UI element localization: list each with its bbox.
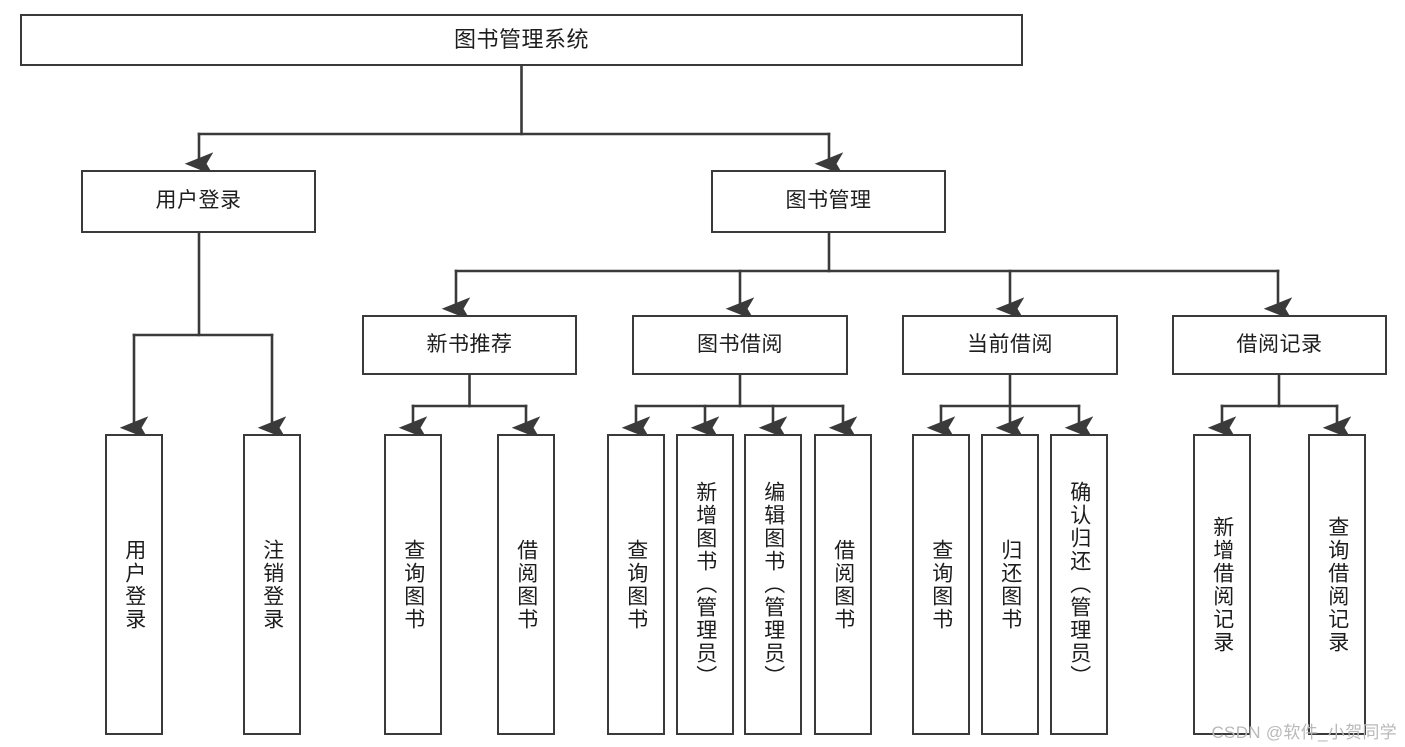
- node-new-book-recommend[interactable]: 新书推荐: [362, 315, 577, 375]
- node-label: 图书管理系统: [453, 27, 589, 53]
- node-label: 借阅记录: [1236, 332, 1323, 356]
- leaf-confirm-return-admin[interactable]: 确认归还（管理员）: [1050, 434, 1108, 735]
- leaf-borrow-book-recommend[interactable]: 借阅图书: [497, 434, 555, 735]
- watermark: CSDN @软件_小贺同学: [1211, 723, 1397, 742]
- node-label: 图书管理: [785, 189, 872, 213]
- node-label: 新增借阅记录: [1210, 515, 1234, 654]
- node-label: 查询图书: [624, 538, 648, 631]
- node-label: 用户登录: [122, 538, 146, 631]
- node-borrow-record[interactable]: 借阅记录: [1172, 315, 1387, 375]
- leaf-query-book-current[interactable]: 查询图书: [912, 434, 970, 735]
- node-label: 当前借阅: [967, 332, 1053, 356]
- node-label: 注销登录: [260, 538, 284, 631]
- node-current-borrow[interactable]: 当前借阅: [902, 315, 1118, 375]
- node-label: 编辑图书（管理员）: [761, 481, 785, 688]
- leaf-user-login[interactable]: 用户登录: [105, 434, 163, 735]
- leaf-edit-book-admin[interactable]: 编辑图书（管理员）: [744, 434, 802, 735]
- leaf-borrow-book[interactable]: 借阅图书: [814, 434, 872, 735]
- leaf-return-book[interactable]: 归还图书: [981, 434, 1039, 735]
- node-label: 新书推荐: [426, 332, 513, 356]
- node-label: 查询图书: [929, 538, 953, 631]
- node-label: 归还图书: [998, 538, 1022, 631]
- leaf-query-book-recommend[interactable]: 查询图书: [384, 434, 442, 735]
- node-label: 用户登录: [155, 189, 242, 213]
- leaf-add-book-admin[interactable]: 新增图书（管理员）: [676, 434, 734, 735]
- node-label: 借阅图书: [831, 538, 855, 631]
- node-label: 借阅图书: [514, 538, 538, 631]
- node-label: 确认归还（管理员）: [1067, 481, 1091, 688]
- leaf-query-book-borrow[interactable]: 查询图书: [607, 434, 665, 735]
- node-book-management[interactable]: 图书管理: [711, 170, 946, 233]
- node-label: 查询借阅记录: [1325, 515, 1349, 654]
- node-book-borrow[interactable]: 图书借阅: [632, 315, 848, 375]
- leaf-query-borrow-record[interactable]: 查询借阅记录: [1308, 434, 1366, 735]
- node-root-book-management-system[interactable]: 图书管理系统: [20, 14, 1023, 66]
- node-label: 查询图书: [401, 538, 425, 631]
- node-user-login[interactable]: 用户登录: [81, 170, 316, 233]
- node-label: 新增图书（管理员）: [693, 481, 717, 688]
- node-label: 图书借阅: [697, 332, 783, 356]
- leaf-add-borrow-record[interactable]: 新增借阅记录: [1193, 434, 1251, 735]
- leaf-logout[interactable]: 注销登录: [243, 434, 301, 735]
